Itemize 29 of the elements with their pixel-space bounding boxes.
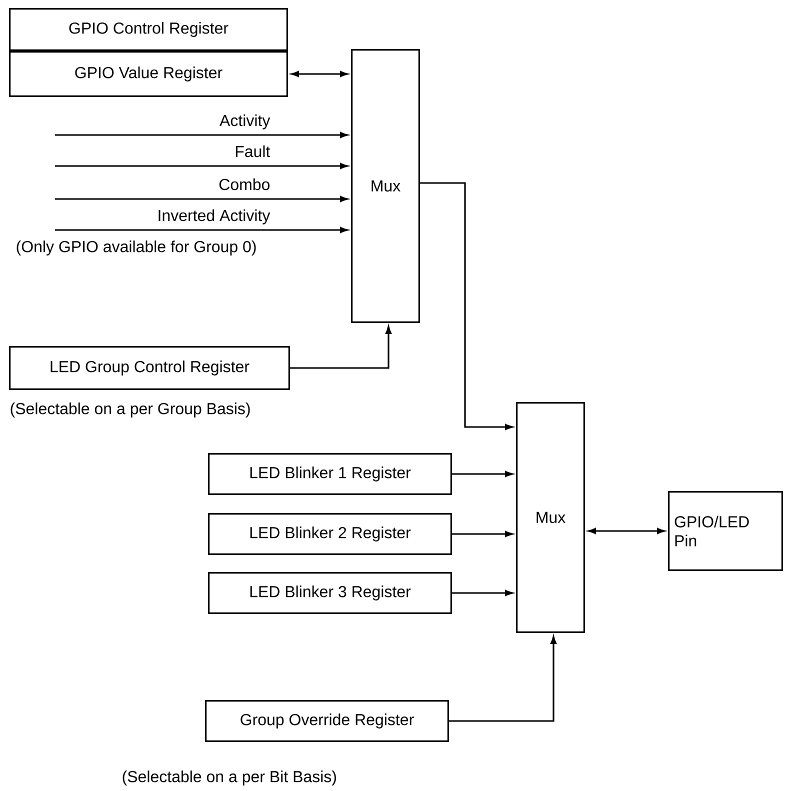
- register-box: GPIO Control Register: [9, 8, 288, 51]
- arrow: [452, 531, 513, 538]
- arrow: [55, 162, 348, 170]
- arrow: [420, 182, 513, 430]
- edge-label: Activity: [218, 113, 272, 130]
- register-box: LED Blinker 3 Register: [208, 572, 452, 614]
- arrow: [290, 326, 392, 369]
- arrow: [55, 196, 348, 202]
- register-box: GPIO Value Register: [9, 51, 288, 97]
- arrow: [291, 70, 348, 77]
- arrow: [452, 590, 513, 596]
- mux-box: Mux: [516, 402, 585, 633]
- arrow: [588, 528, 665, 534]
- note-text: (Selectable on a per Bit Basis): [122, 770, 336, 786]
- note-text: (Selectable on a per Group Basis): [10, 402, 250, 418]
- edge-label: Fault: [234, 144, 272, 158]
- mux-box: Mux: [351, 49, 420, 323]
- note-text: (Only GPIO available for Group 0): [16, 240, 256, 256]
- arrow: [55, 226, 348, 234]
- edge-label: Inverted Activity: [156, 208, 272, 226]
- register-box: Group Override Register: [205, 700, 449, 742]
- arrow: [452, 471, 513, 478]
- register-box: LED Group Control Register: [9, 346, 290, 390]
- arrow: [449, 636, 557, 722]
- edge-label: Combo: [218, 177, 272, 192]
- arrow: [55, 132, 348, 138]
- pin-box: GPIO/LED Pin: [668, 491, 783, 571]
- register-box: LED Blinker 2 Register: [208, 513, 452, 555]
- register-box: LED Blinker 1 Register: [208, 453, 452, 495]
